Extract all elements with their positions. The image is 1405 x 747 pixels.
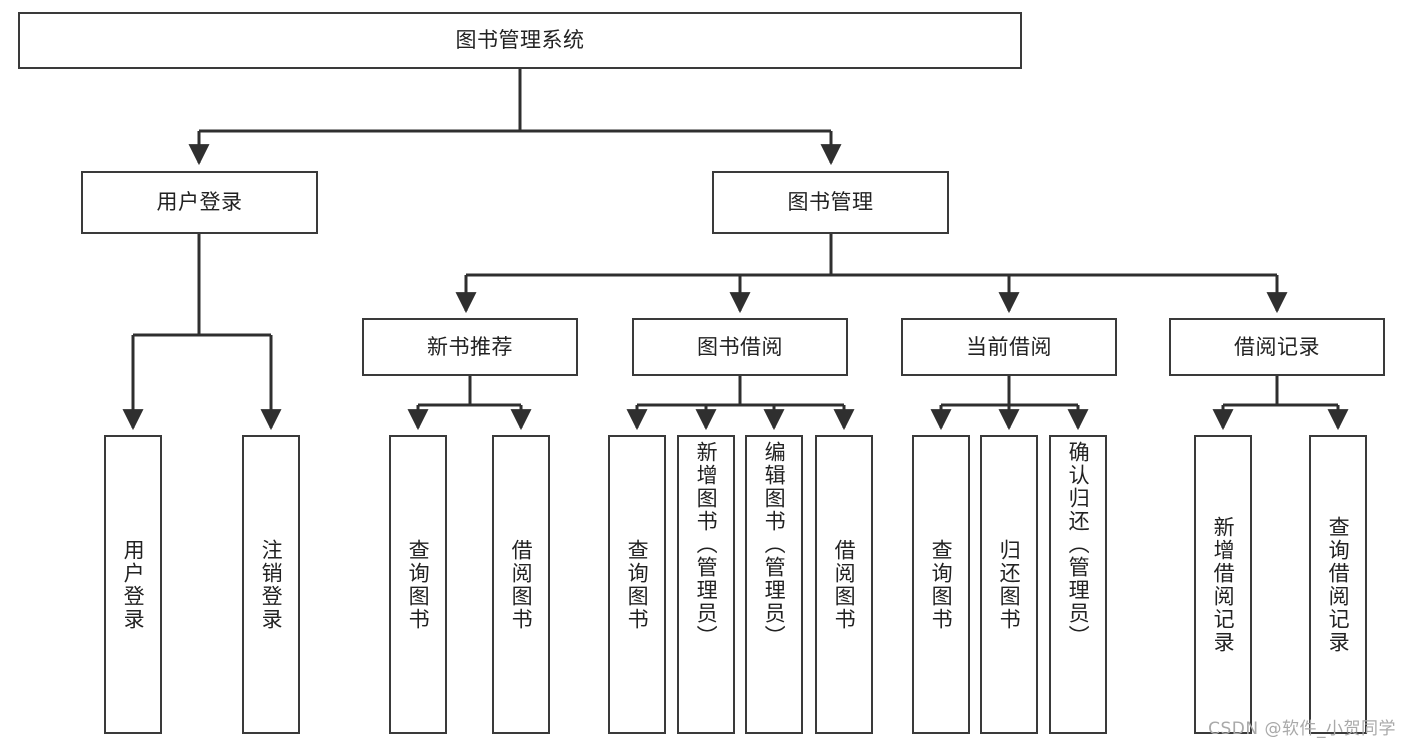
leaf-add-borrow-record[interactable]: 新增借阅记录 (1194, 435, 1252, 734)
node-label: 编辑图书（管理员） (762, 441, 787, 648)
node-label: 借阅图书 (832, 538, 857, 631)
node-label: 查询图书 (625, 538, 650, 631)
node-label: 用户登录 (156, 190, 243, 215)
node-label: 新增借阅记录 (1211, 515, 1236, 654)
node-label: 新书推荐 (427, 334, 513, 359)
node-label: 新增图书（管理员） (694, 441, 719, 648)
leaf-return-book[interactable]: 归还图书 (980, 435, 1038, 734)
node-label: 归还图书 (997, 538, 1022, 631)
node-user-login[interactable]: 用户登录 (81, 171, 318, 234)
node-new-book-recommend[interactable]: 新书推荐 (362, 318, 578, 376)
node-label: 借阅图书 (509, 538, 534, 631)
node-label: 图书管理 (787, 190, 874, 215)
leaf-edit-book-admin[interactable]: 编辑图书（管理员） (745, 435, 803, 734)
node-label: 查询图书 (406, 538, 431, 631)
leaf-query-borrow-record[interactable]: 查询借阅记录 (1309, 435, 1367, 734)
node-label: 图书借阅 (697, 334, 783, 359)
node-book-manage[interactable]: 图书管理 (712, 171, 949, 234)
leaf-user-logout[interactable]: 注销登录 (242, 435, 300, 734)
node-book-borrow[interactable]: 图书借阅 (632, 318, 848, 376)
leaf-user-login[interactable]: 用户登录 (104, 435, 162, 734)
leaf-query-book-borrow[interactable]: 查询图书 (608, 435, 666, 734)
leaf-borrow-book-borrow[interactable]: 借阅图书 (815, 435, 873, 734)
leaf-query-book-new[interactable]: 查询图书 (389, 435, 447, 734)
leaf-confirm-return-admin[interactable]: 确认归还（管理员） (1049, 435, 1107, 734)
node-label: 用户登录 (121, 538, 146, 631)
node-current-borrow[interactable]: 当前借阅 (901, 318, 1117, 376)
leaf-borrow-book-new[interactable]: 借阅图书 (492, 435, 550, 734)
node-label: 注销登录 (259, 538, 284, 631)
node-label: 当前借阅 (966, 334, 1052, 359)
node-label: 确认归还（管理员） (1066, 441, 1091, 648)
node-label: 查询图书 (929, 538, 954, 631)
node-label: 查询借阅记录 (1326, 515, 1351, 654)
node-root-system[interactable]: 图书管理系统 (18, 12, 1022, 69)
leaf-add-book-admin[interactable]: 新增图书（管理员） (677, 435, 735, 734)
node-borrow-record[interactable]: 借阅记录 (1169, 318, 1385, 376)
node-label: 图书管理系统 (455, 28, 585, 53)
node-label: 借阅记录 (1234, 334, 1320, 359)
leaf-query-book-current[interactable]: 查询图书 (912, 435, 970, 734)
